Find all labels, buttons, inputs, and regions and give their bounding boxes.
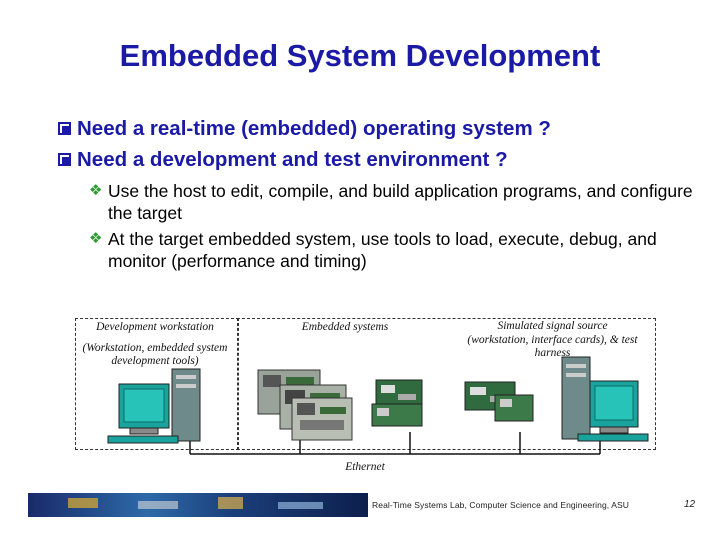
embedded-network-box (237, 318, 656, 450)
footer-org-text: Real-Time Systems Lab, Computer Science … (372, 500, 630, 510)
bullet-text: Need a development and test environment … (77, 148, 508, 171)
dev-workstation-box (75, 318, 239, 450)
bullet-text: Need a real-time (embedded) operating sy… (77, 117, 551, 140)
bullet-item: Need a development and test environment … (58, 144, 708, 175)
sub-bullet-list: ❖ Use the host to edit, compile, and bui… (89, 180, 709, 276)
checkbox-bullet-icon (58, 114, 72, 145)
checkbox-bullet-icon (58, 145, 72, 176)
main-bullet-list: Need a real-time (embedded) operating sy… (58, 113, 708, 175)
sub-bullet-text: At the target embedded system, use tools… (108, 229, 657, 271)
signal-source-cards-image (464, 381, 534, 422)
interface-card-image (371, 379, 423, 427)
right-computer-icon (561, 356, 649, 442)
bullet-item: Need a real-time (embedded) operating sy… (58, 113, 708, 144)
left-computer-icon (107, 368, 201, 444)
footer-banner-image (28, 493, 368, 517)
simulated-source-label: Simulated signal source (497, 320, 608, 332)
simulated-source-sublabel: (workstation, interface cards), & test h… (467, 334, 638, 359)
ethernet-label: Ethernet (345, 461, 385, 473)
dev-workstation-label: Development workstation (96, 321, 214, 333)
diamond-bullet-icon: ❖ (89, 182, 103, 199)
slide-title: Embedded System Development (119, 38, 601, 73)
diamond-bullet-icon: ❖ (89, 230, 103, 247)
embedded-systems-label: Embedded systems (301, 321, 389, 333)
sub-bullet-item: ❖ At the target embedded system, use too… (89, 228, 709, 272)
sub-bullet-text: Use the host to edit, compile, and build… (108, 181, 693, 223)
embedded-boards-image (257, 369, 353, 441)
dev-workstation-sublabel: (Workstation, embedded system developmen… (82, 342, 228, 367)
sub-bullet-item: ❖ Use the host to edit, compile, and bui… (89, 180, 709, 224)
page-number: 12 (684, 499, 696, 510)
